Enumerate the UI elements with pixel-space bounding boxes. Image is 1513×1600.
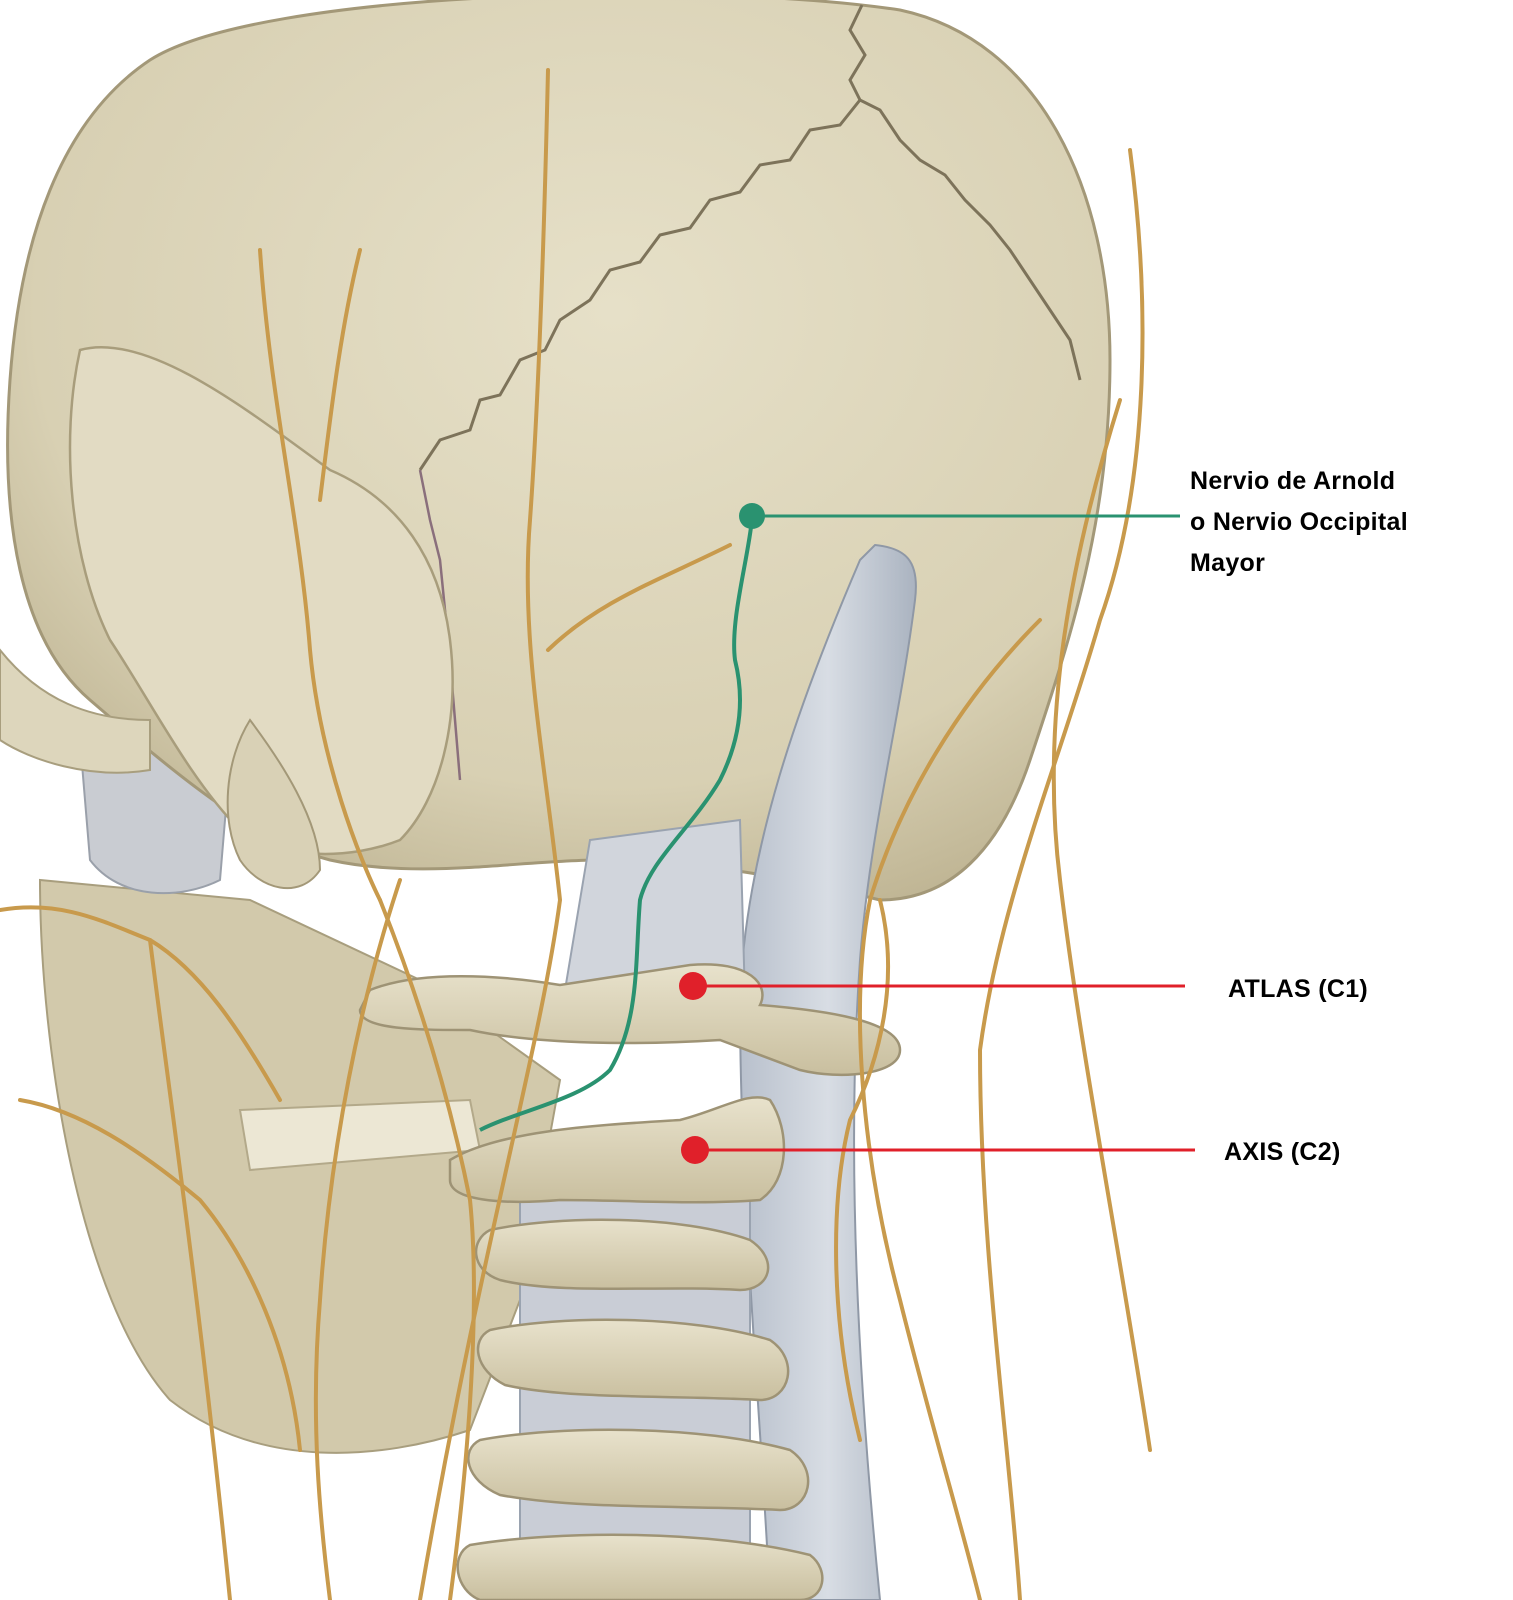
atlas-label: ATLAS (C1) [1228,975,1369,1003]
temporal-bone [68,345,454,856]
nerve-marker-dot [739,503,765,529]
sagittal-suture [848,4,867,101]
cervical-vertebrae-lower [456,1218,824,1600]
greater-occipital-nerve [479,518,754,1132]
cervical-nerve-branches [0,68,1152,1600]
zygomatic-arch [0,648,151,774]
lambdoid-suture [418,98,1082,471]
mastoid-process [226,718,322,889]
atlas-marker-dot [679,972,707,1000]
nerve-label-line-3: Mayor [1190,549,1266,577]
nerve-label: Nervio de Arnold o Nervio Occipital Mayo… [1190,461,1408,584]
axis-marker-dot [681,1136,709,1164]
axis-label: AXIS (C2) [1224,1138,1341,1166]
nerve-label-line-2: o Nervio Occipital [1190,508,1408,536]
nerve-label-line-1: Nervio de Arnold [1190,467,1396,495]
axis-vertebra [448,1096,786,1204]
